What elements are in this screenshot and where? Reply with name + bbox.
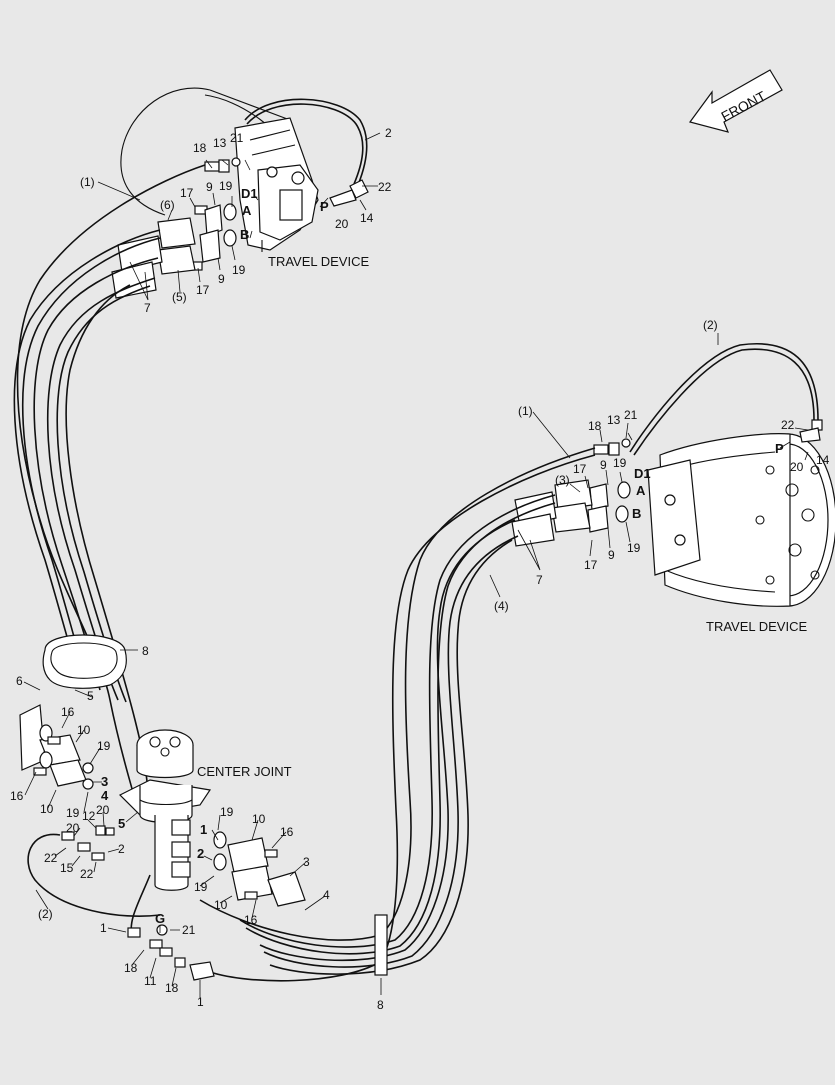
port-g-label: G: [155, 911, 165, 926]
hose-clamp-8: [42, 634, 127, 689]
port-d1-label-b: D1: [634, 466, 651, 481]
label-20: 20: [335, 217, 349, 231]
label-10-c: 10: [252, 812, 266, 826]
lower-travel-device: [647, 433, 835, 607]
label-2-paren-b: (2): [38, 907, 53, 921]
left-hose-bundle: [13, 164, 206, 801]
label-19: 19: [219, 179, 233, 193]
label-3: 3: [303, 855, 310, 869]
label-1: 1: [100, 921, 107, 935]
label-18-d: 18: [165, 981, 179, 995]
port-4-label: 4: [101, 788, 109, 803]
port-d1-label: D1: [241, 186, 258, 201]
label-12: 12: [82, 809, 96, 823]
label-17-b: 17: [196, 283, 210, 297]
upper-travel-device: [120, 87, 319, 252]
hose-clamp-8-bottom: [374, 914, 388, 976]
label-17-c: 17: [573, 462, 587, 476]
label-17-d: 17: [584, 558, 598, 572]
center-joint: [118, 729, 212, 891]
label-18-c: 18: [124, 961, 138, 975]
label-9-d: 9: [608, 548, 615, 562]
label-20-c: 20: [96, 803, 110, 817]
label-19-e: 19: [97, 739, 111, 753]
label-3-paren: (3): [555, 473, 570, 487]
label-16: 16: [61, 705, 75, 719]
label-19-c: 19: [613, 456, 627, 470]
label-10-d: 10: [214, 898, 228, 912]
label-5: 5: [87, 689, 94, 703]
label-4: 4: [323, 888, 330, 902]
label-15: 15: [60, 861, 74, 875]
label-18: 18: [193, 141, 207, 155]
label-7: 7: [144, 301, 151, 315]
center-joint-caption: CENTER JOINT: [197, 764, 292, 779]
label-22-b: 22: [781, 418, 795, 432]
label-14-b: 14: [816, 453, 830, 467]
label-2-paren: (2): [703, 318, 718, 332]
port-b-label-b: B: [632, 506, 641, 521]
label-22: 22: [378, 180, 392, 194]
port-p-label: P: [320, 199, 329, 214]
label-14: 14: [360, 211, 374, 225]
label-9: 9: [206, 180, 213, 194]
label-7-b: 7: [536, 573, 543, 587]
travel-device-lower-caption: TRAVEL DEVICE: [706, 619, 807, 634]
label-19-d: 19: [627, 541, 641, 555]
label-19-b: 19: [232, 263, 246, 277]
travel-device-upper-caption: TRAVEL DEVICE: [268, 254, 369, 269]
label-9-c: 9: [600, 458, 607, 472]
label-18-b: 18: [588, 419, 602, 433]
label-21-b: 21: [624, 408, 638, 422]
label-1-paren-b: (1): [518, 404, 533, 418]
label-6-paren: (6): [160, 198, 175, 212]
label-4-paren: (4): [494, 599, 509, 613]
label-10-b: 10: [40, 802, 54, 816]
label-22-c: 22: [44, 851, 58, 865]
port-a-label-b: A: [636, 483, 646, 498]
label-19-f: 19: [66, 806, 80, 820]
label-17: 17: [180, 186, 194, 200]
label-1-paren: (1): [80, 175, 95, 189]
label-8-b: 8: [377, 998, 384, 1012]
label-13-b: 13: [607, 413, 621, 427]
label-21: 21: [230, 131, 244, 145]
port-3-label: 3: [101, 774, 108, 789]
label-9-b: 9: [218, 272, 225, 286]
label-16-c: 16: [280, 825, 294, 839]
port-5-label: 5: [118, 816, 125, 831]
label-10: 10: [77, 723, 91, 737]
label-19-g: 19: [220, 805, 234, 819]
port-2-label: 2: [197, 846, 204, 861]
label-5-paren: (5): [172, 290, 187, 304]
label-8: 8: [142, 644, 149, 658]
label-21-c: 21: [182, 923, 196, 937]
port-p-label-b: P: [775, 441, 784, 456]
label-19-h: 19: [194, 880, 208, 894]
label-6: 6: [16, 674, 23, 688]
label-1-b: 1: [197, 995, 204, 1009]
label-13: 13: [213, 136, 227, 150]
label-20-d: 20: [66, 821, 80, 835]
port-b-label: B: [240, 227, 249, 242]
front-arrow-icon: FRONT: [688, 69, 783, 133]
label-16-b: 16: [10, 789, 24, 803]
right-hose-bundle: [199, 447, 596, 975]
upper-fitting-18: [204, 161, 220, 172]
port-1-label: 1: [200, 822, 207, 837]
label-2: 2: [385, 126, 392, 140]
port-a-label: A: [242, 203, 252, 218]
label-2-b: 2: [118, 842, 125, 856]
label-22-d: 22: [80, 867, 94, 881]
label-16-d: 16: [244, 913, 258, 927]
label-20-b: 20: [790, 460, 804, 474]
label-11: 11: [144, 974, 157, 988]
